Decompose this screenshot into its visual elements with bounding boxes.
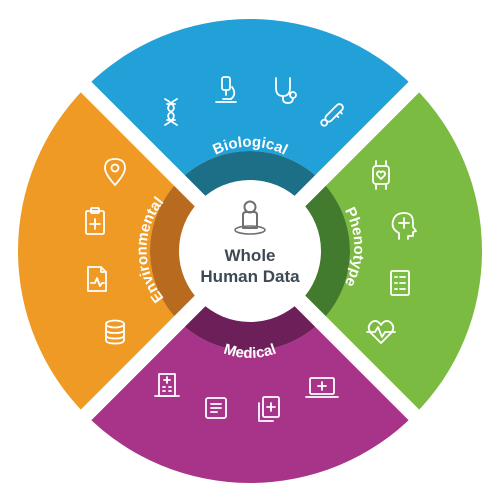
medical-segment — [85, 321, 415, 484]
thermometer-icon — [320, 103, 344, 127]
stethoscope-icon — [275, 77, 297, 104]
clipboard-medical-icon — [85, 207, 105, 235]
center-title-line2: Human Data — [200, 267, 300, 286]
checklist-icon — [390, 270, 410, 296]
microscope-icon — [215, 76, 237, 103]
phenotype-segment — [320, 86, 482, 416]
heart-rate-icon — [366, 320, 396, 344]
outer-ring — [18, 18, 482, 484]
center-title-line1: Whole — [225, 246, 276, 265]
center-disc — [179, 180, 321, 322]
person-icon — [234, 200, 266, 235]
medical-label: Medical — [222, 341, 279, 362]
head-medical-icon — [391, 212, 417, 240]
laptop-medical-icon — [305, 377, 339, 398]
file-chart-icon — [87, 266, 107, 292]
smartwatch-icon — [372, 160, 390, 190]
hospital-icon — [154, 373, 180, 397]
location-pin-icon — [104, 158, 126, 186]
database-icon — [105, 319, 125, 345]
environmental-segment — [18, 86, 180, 416]
biological-segment — [85, 18, 415, 181]
dna-icon — [164, 98, 178, 126]
copy-medical-icon — [258, 396, 280, 422]
document-icon — [205, 397, 227, 419]
